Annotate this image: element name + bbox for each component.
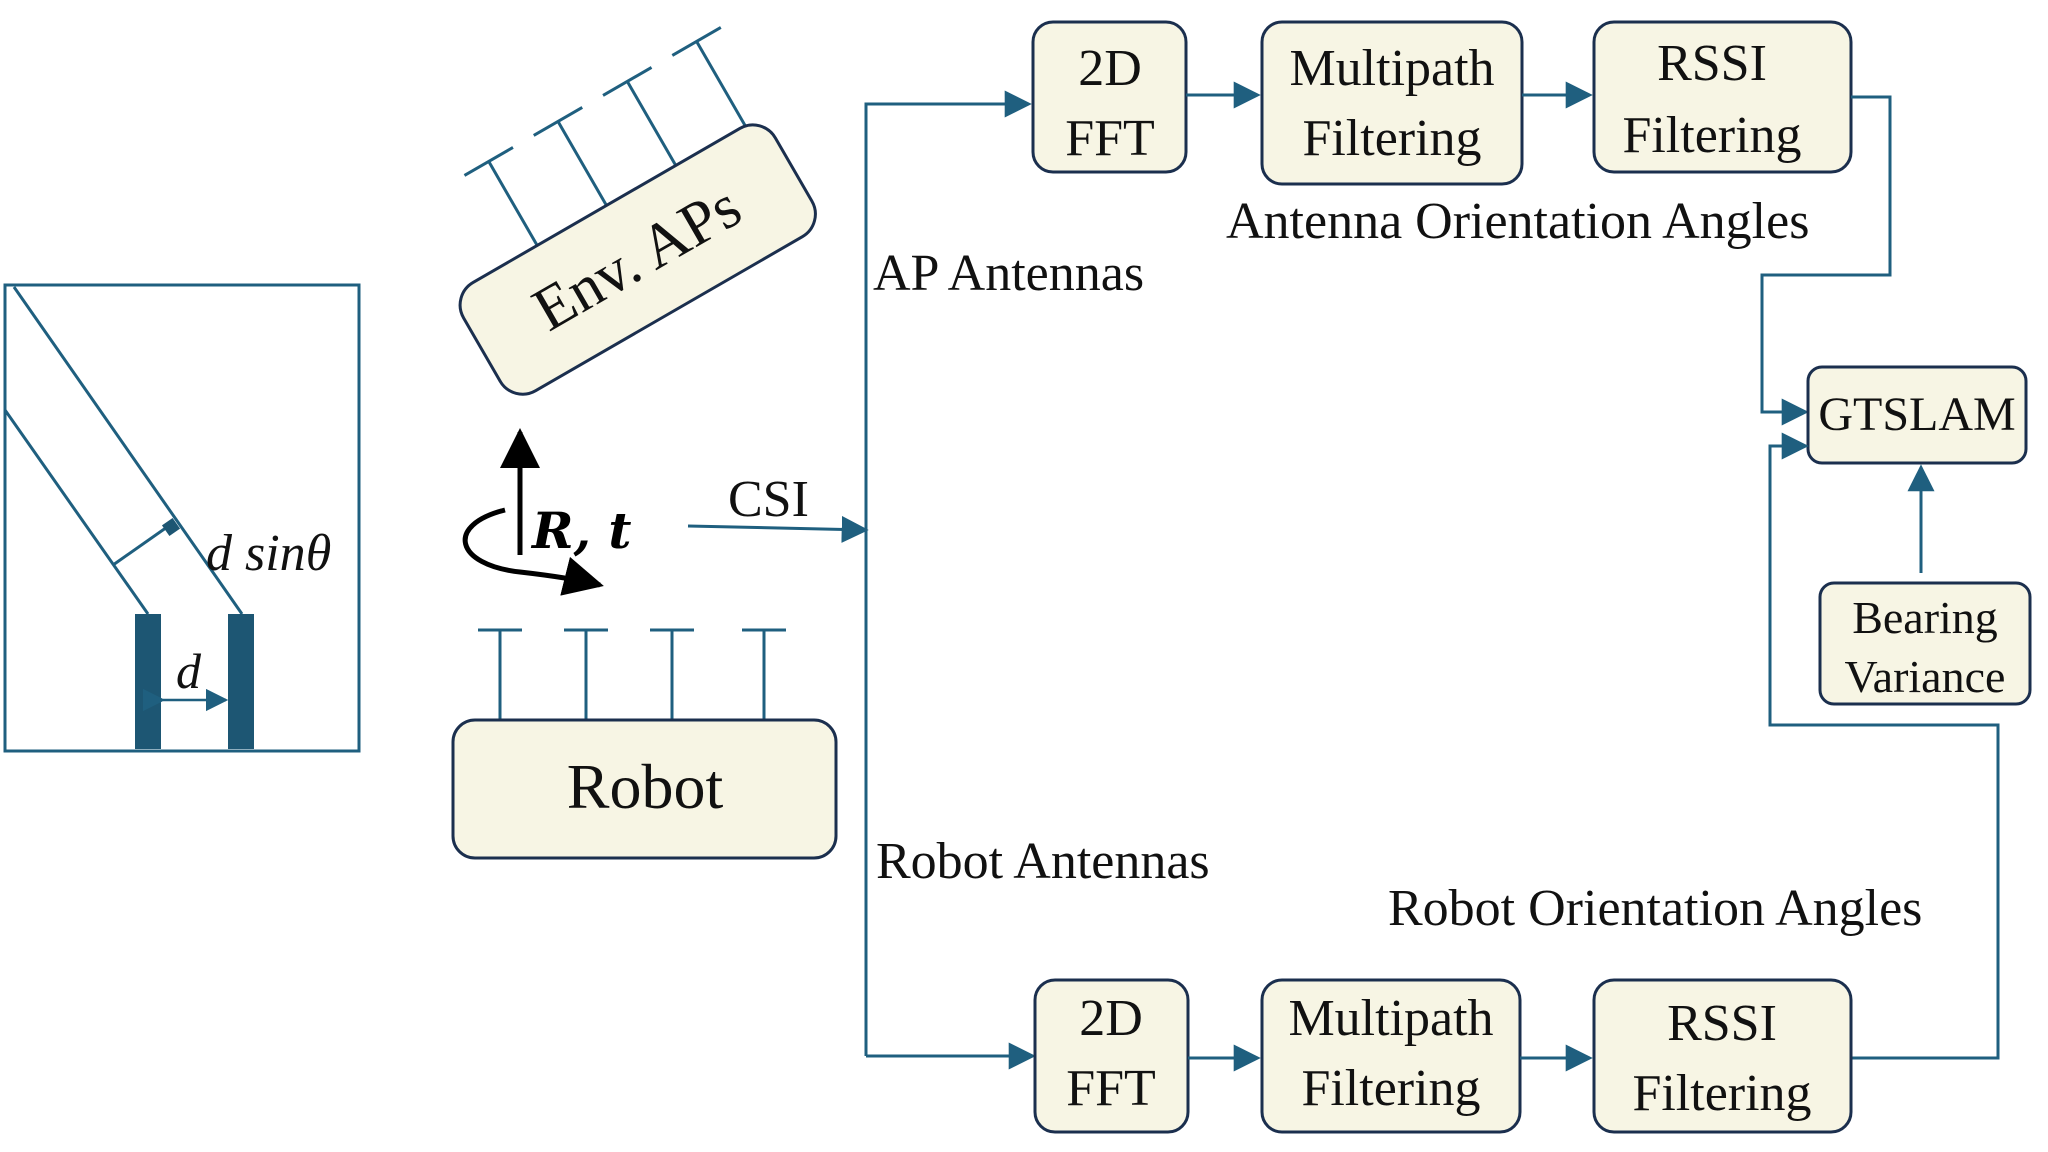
rotation-arrow xyxy=(462,507,604,596)
inset-frame xyxy=(3,283,361,753)
gtslam-label: GTSLAM xyxy=(1818,388,2015,441)
fft-block-bottom xyxy=(1033,978,1190,1134)
fft-bottom-line2: FFT xyxy=(1066,1060,1156,1117)
inset-d-sin-theta-label: d sinθ xyxy=(206,525,331,582)
multipath-block-top xyxy=(1260,20,1524,186)
multipath-bottom-line2: Filtering xyxy=(1301,1060,1480,1117)
signal-ray-2 xyxy=(3,409,150,615)
multipath-block-bottom xyxy=(1260,978,1522,1134)
gtslam-block xyxy=(1806,365,2028,465)
inset-d-label: d xyxy=(176,643,202,699)
rssi-top-line2: Filtering xyxy=(1622,107,1801,164)
bearing-variance-line1: Bearing xyxy=(1852,592,1998,643)
rssi-block-bottom xyxy=(1592,978,1853,1134)
bearing-variance-line2: Variance xyxy=(1845,651,2006,702)
env-aps-group: Env. APs xyxy=(458,26,817,396)
signal-ray-1 xyxy=(12,286,244,615)
antenna-bar-right xyxy=(228,614,254,749)
right-angle-mark xyxy=(161,517,181,537)
ap-antenna-1 xyxy=(487,160,539,247)
rssi-top-line1: RSSI xyxy=(1657,35,1767,92)
rotation-translation-symbol: R, t xyxy=(462,428,632,596)
antenna-geometry-inset: d d sinθ xyxy=(3,283,361,753)
robot-label: Robot xyxy=(567,751,724,822)
slam-backend: GTSLAM Bearing Variance xyxy=(1768,365,2032,1060)
robot-angles-to-gtslam-line xyxy=(1768,432,2000,1060)
fft-block-top xyxy=(1031,20,1188,174)
robot-block xyxy=(451,718,838,860)
rt-label: R, t xyxy=(530,501,632,560)
csi-flow: CSI AP Antennas Robot Antennas xyxy=(687,90,1210,1070)
ap-angles-to-gtslam-line xyxy=(1760,95,1892,426)
ap-antenna-3 xyxy=(625,80,678,167)
perpendicular-line xyxy=(112,523,171,567)
antenna-bar-left xyxy=(135,614,161,749)
ap-antenna-2 xyxy=(556,120,608,207)
antenna-orientation-angles-label: Antenna Orientation Angles xyxy=(1226,193,1809,250)
fft-top-line1: 2D xyxy=(1078,40,1142,97)
ap-antennas-label: AP Antennas xyxy=(873,245,1144,302)
rssi-bottom-line2: Filtering xyxy=(1632,1065,1811,1122)
robot-group: Robot xyxy=(451,628,838,860)
multipath-top-line1: Multipath xyxy=(1289,40,1494,97)
rssi-bottom-line1: RSSI xyxy=(1667,995,1777,1052)
ap-pipeline: 2D FFT Multipath Filtering RSSI Filterin… xyxy=(1031,20,1892,426)
robot-pipeline: Robot Orientation Angles 2D FFT Multipat… xyxy=(1033,880,1922,1134)
robot-orientation-angles-label: Robot Orientation Angles xyxy=(1388,880,1922,937)
csi-label: CSI xyxy=(728,471,809,528)
multipath-bottom-line1: Multipath xyxy=(1288,990,1493,1047)
fft-bottom-line1: 2D xyxy=(1079,990,1143,1047)
robot-antennas-label: Robot Antennas xyxy=(876,833,1210,890)
bearing-variance-block xyxy=(1818,581,2032,706)
env-aps-block xyxy=(458,123,817,396)
ap-antenna-4 xyxy=(695,40,747,127)
ap-branch-line xyxy=(864,90,1032,1056)
csi-arrow xyxy=(687,515,869,543)
multipath-top-line2: Filtering xyxy=(1302,110,1481,167)
fft-top-line2: FFT xyxy=(1065,110,1155,167)
